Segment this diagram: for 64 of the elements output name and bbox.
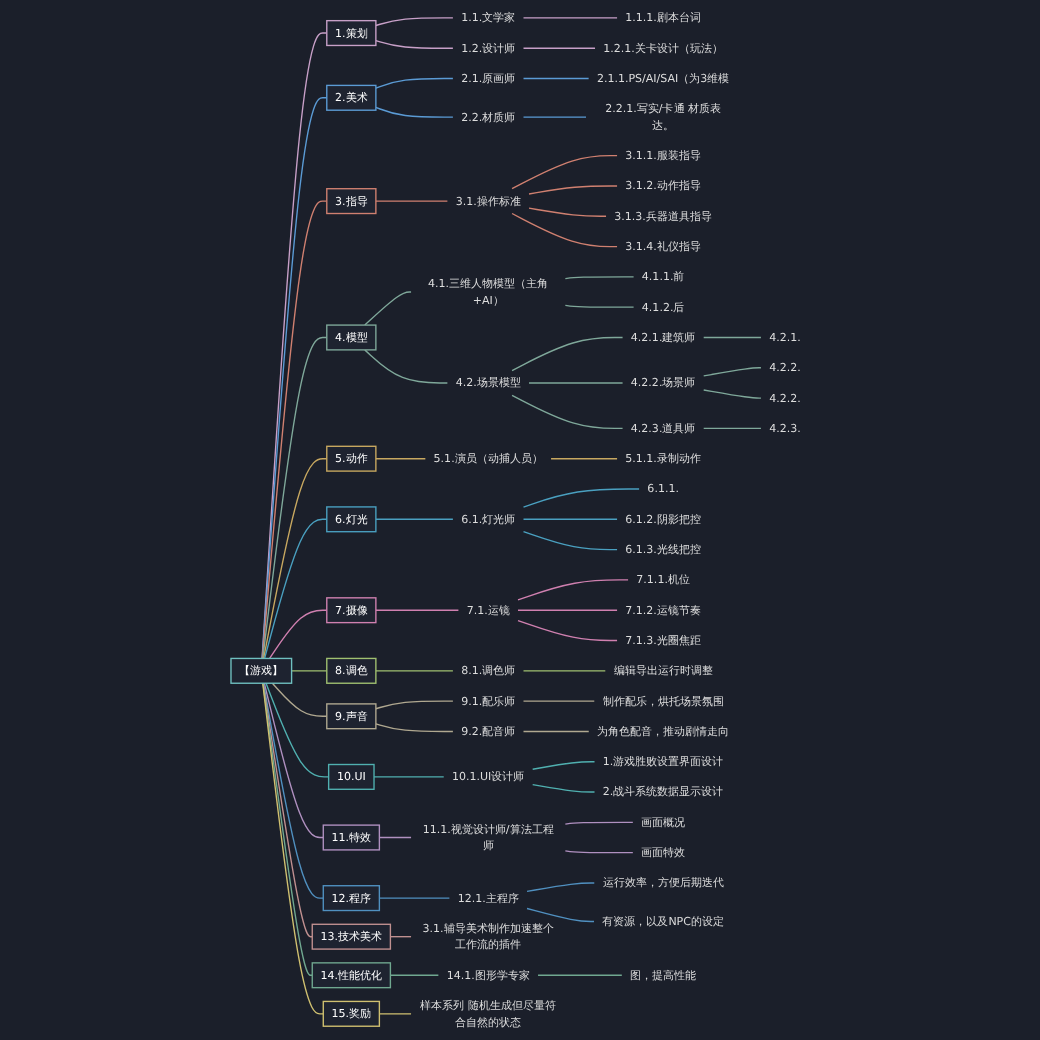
connector: [703, 367, 762, 377]
connector: [522, 47, 596, 49]
connector: [517, 619, 618, 642]
connector: [522, 518, 618, 520]
connector: [375, 106, 454, 118]
connector: [564, 276, 635, 280]
connector: [271, 682, 328, 717]
connector: [263, 518, 328, 660]
connector: [564, 304, 635, 308]
connector: [261, 200, 328, 660]
connector: [517, 579, 629, 601]
connector: [375, 700, 454, 710]
connector: [522, 116, 587, 118]
connector: [526, 907, 595, 923]
connector: [522, 488, 640, 508]
connector: [511, 154, 618, 190]
connector: [375, 77, 454, 89]
connector: [522, 700, 595, 702]
connector: [262, 682, 324, 899]
connector: [703, 389, 762, 399]
connector: [373, 776, 445, 778]
connector: [375, 518, 454, 520]
connector: [522, 730, 590, 733]
connector: [511, 394, 624, 430]
connector: [375, 723, 454, 733]
connector: [528, 382, 624, 384]
connector: [522, 77, 590, 80]
connector: [375, 609, 460, 611]
connector: [263, 458, 328, 660]
connector: [375, 458, 427, 460]
connector: [703, 336, 762, 339]
connector: [531, 783, 596, 793]
connector: [517, 609, 618, 611]
connector: [522, 530, 618, 551]
connector: [364, 291, 412, 326]
connector: [375, 17, 454, 27]
connector: [522, 670, 606, 672]
connector: [537, 974, 623, 976]
connector: [564, 821, 634, 825]
connector: [375, 39, 454, 49]
connector: [378, 836, 412, 839]
connector: [511, 336, 624, 372]
connector: [262, 336, 328, 660]
connector: [375, 670, 454, 672]
connector: [528, 207, 607, 217]
connector: [564, 850, 634, 854]
connector: [550, 458, 618, 460]
connector: [389, 974, 440, 976]
connector: [263, 682, 324, 839]
connector: [290, 670, 328, 672]
connector: [511, 212, 618, 248]
connector: [364, 349, 449, 384]
connector: [522, 17, 618, 19]
connector: [268, 609, 328, 660]
connector: [262, 682, 324, 1015]
connector: [378, 897, 451, 899]
connector: [375, 200, 449, 202]
connector: [703, 427, 762, 430]
connector: [526, 882, 595, 893]
connector: [378, 1013, 412, 1015]
connector: [528, 185, 618, 195]
connector: [265, 682, 330, 778]
connector: [531, 761, 596, 770]
connector: [389, 936, 412, 938]
